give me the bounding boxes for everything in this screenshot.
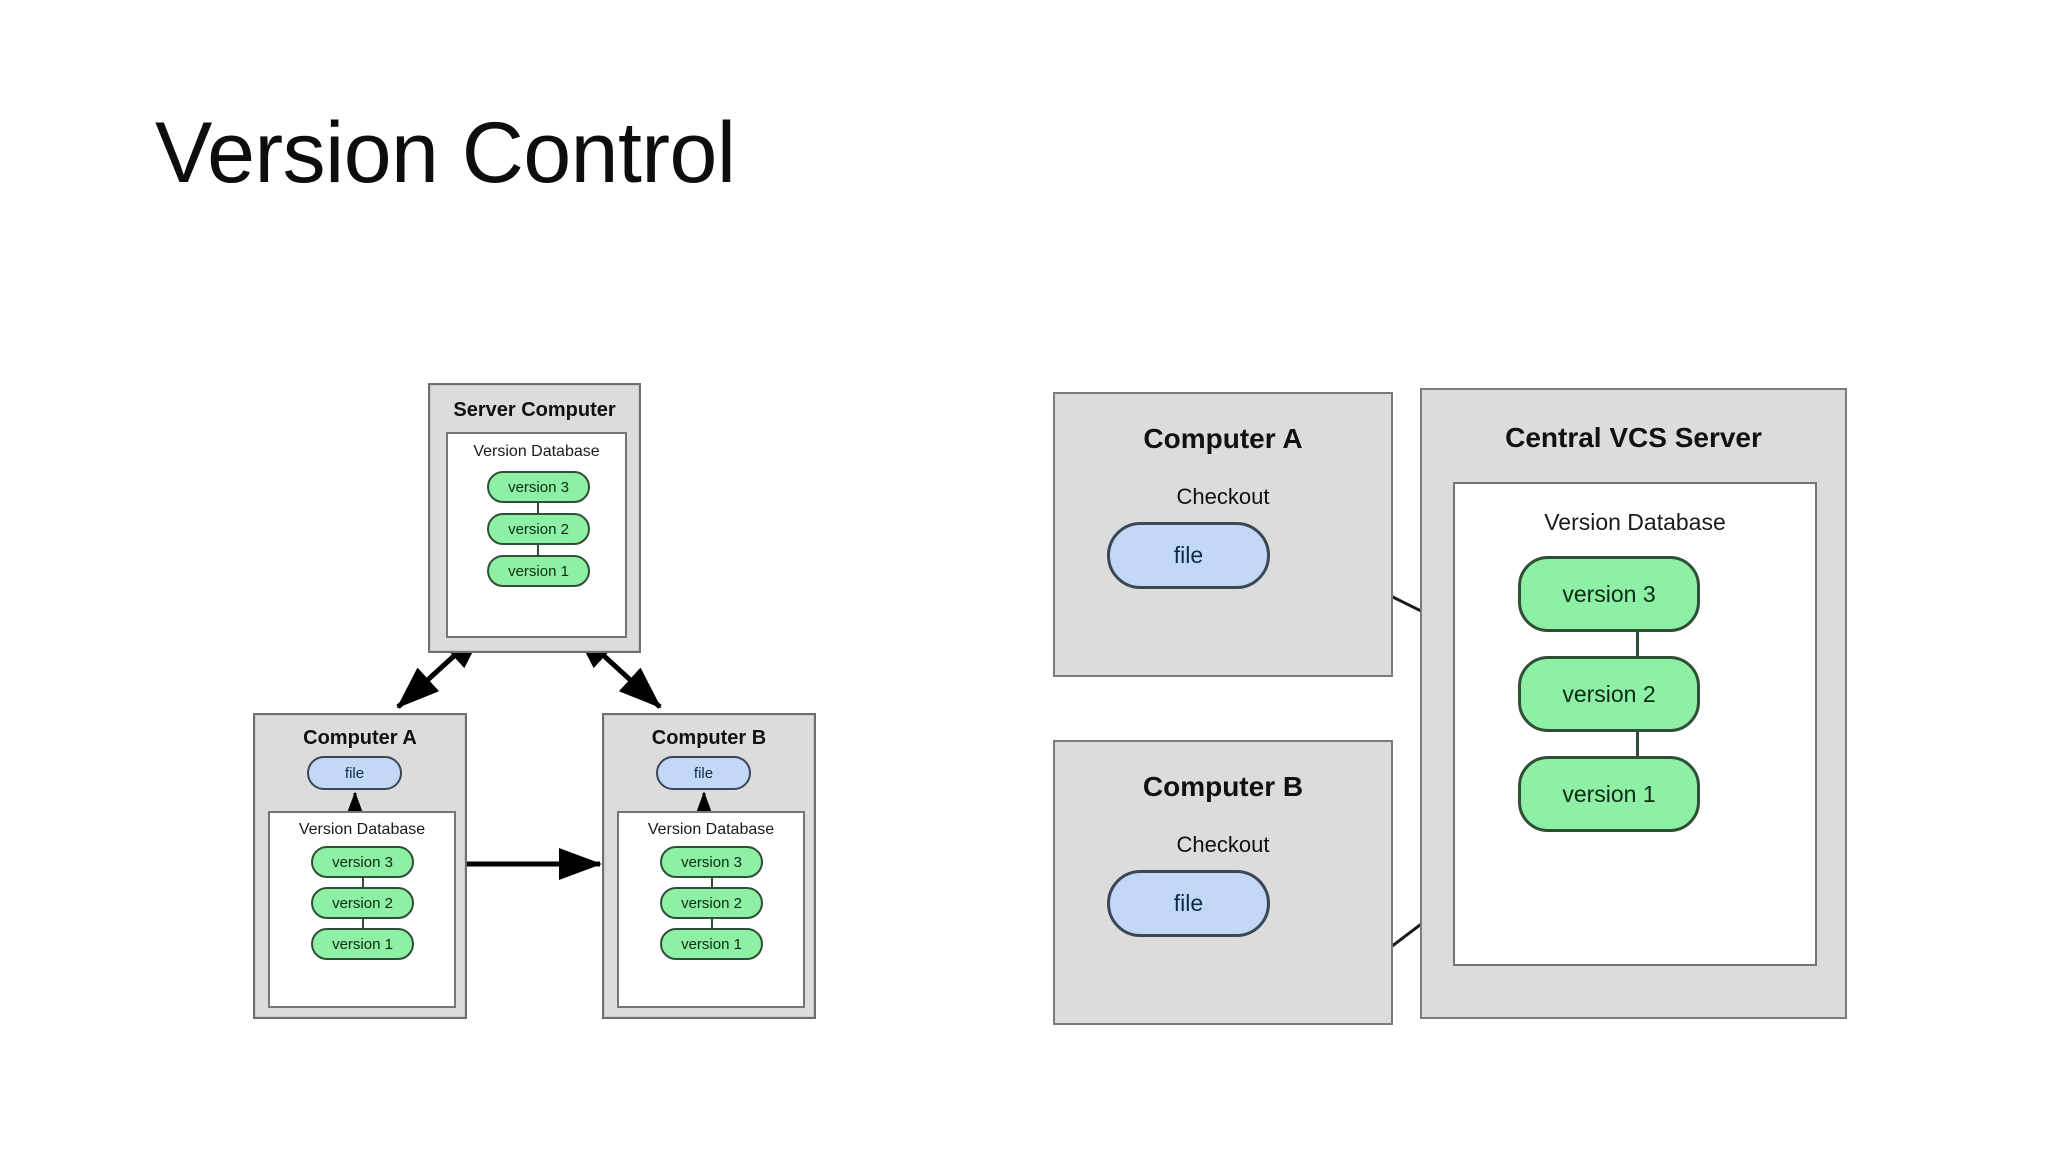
server-version-1-label: version 1 [508, 562, 569, 580]
central-computer-a-file-capsule: file [1107, 522, 1270, 589]
computer-a-version-1-capsule: version 1 [311, 928, 414, 960]
computer-b-panel: Computer B file Version Database version… [602, 713, 816, 1019]
central-computer-b-title: Computer B [1142, 771, 1304, 802]
central-computer-a-panel: Computer A Checkout file [1053, 392, 1393, 677]
computer-b-version-3-capsule: version 3 [660, 846, 763, 878]
computer-b-version-1-label: version 1 [681, 935, 742, 953]
computer-a-version-3-label: version 3 [332, 853, 393, 871]
central-version-1-capsule: version 1 [1518, 756, 1700, 832]
computer-b-version-2-capsule: version 2 [660, 887, 763, 919]
server-computer-panel: Server Computer Version Database version… [428, 383, 641, 653]
central-version-1-label: version 1 [1562, 780, 1656, 807]
computer-b-title: Computer B [651, 727, 767, 749]
computer-a-file-capsule: file [307, 756, 402, 790]
server-version-1-capsule: version 1 [487, 555, 590, 587]
server-version-database-title: Version Database [473, 443, 600, 460]
central-computer-a-file-label: file [1173, 542, 1204, 568]
server-version-3-capsule: version 3 [487, 471, 590, 503]
central-computer-b-file-capsule: file [1107, 870, 1270, 937]
central-version-3-label: version 3 [1562, 580, 1656, 607]
computer-a-version-1-label: version 1 [332, 935, 393, 953]
server-version-2-label: version 2 [508, 520, 569, 538]
computer-a-version-database-title: Version Database [298, 821, 426, 838]
computer-b-file-capsule: file [656, 756, 751, 790]
computer-a-title: Computer A [303, 727, 417, 749]
computer-a-panel: Computer A file Version Database version… [253, 713, 467, 1019]
computer-a-file-label: file [344, 764, 365, 782]
server-version-3-label: version 3 [508, 478, 569, 496]
central-computer-a-checkout-label: Checkout [1176, 484, 1270, 509]
computer-b-version-3-label: version 3 [681, 853, 742, 871]
computer-b-file-label: file [693, 764, 714, 782]
page-title: Version Control [155, 105, 736, 201]
arrow-server-to-computer-b [572, 627, 662, 709]
computer-b-version-2-label: version 2 [681, 894, 742, 912]
central-version-2-capsule: version 2 [1518, 656, 1700, 732]
computer-b-version-1-capsule: version 1 [660, 928, 763, 960]
computer-a-version-3-capsule: version 3 [311, 846, 414, 878]
central-version-2-label: version 2 [1562, 680, 1656, 707]
computer-b-version-database: Version Database version 3 version 2 ver… [617, 811, 805, 1008]
central-vcs-version-database-title: Version Database [1544, 509, 1726, 535]
central-computer-b-panel: Computer B Checkout file [1053, 740, 1393, 1025]
server-computer-title: Server Computer [453, 399, 616, 421]
centralized-vcs-diagram: Computer A Checkout file Computer B Chec… [1030, 0, 1890, 1152]
central-vcs-server-title: Central VCS Server [1505, 422, 1762, 453]
distributed-vcs-diagram: Server Computer Version Database version… [0, 0, 900, 1152]
computer-a-version-database: Version Database version 3 version 2 ver… [268, 811, 456, 1008]
arrow-server-to-computer-a [396, 627, 486, 709]
central-vcs-server-panel: Central VCS Server Version Database vers… [1420, 388, 1847, 1019]
central-computer-b-checkout-label: Checkout [1176, 832, 1270, 857]
computer-a-version-2-label: version 2 [332, 894, 393, 912]
computer-a-version-2-capsule: version 2 [311, 887, 414, 919]
central-vcs-version-database: Version Database version 3 version 2 ver… [1453, 482, 1817, 966]
server-version-2-capsule: version 2 [487, 513, 590, 545]
central-computer-a-title: Computer A [1143, 423, 1303, 454]
central-version-3-capsule: version 3 [1518, 556, 1700, 632]
central-computer-b-file-label: file [1173, 890, 1204, 916]
server-version-database: Version Database version 3 version 2 ver… [446, 432, 627, 638]
computer-b-version-database-title: Version Database [647, 821, 775, 838]
